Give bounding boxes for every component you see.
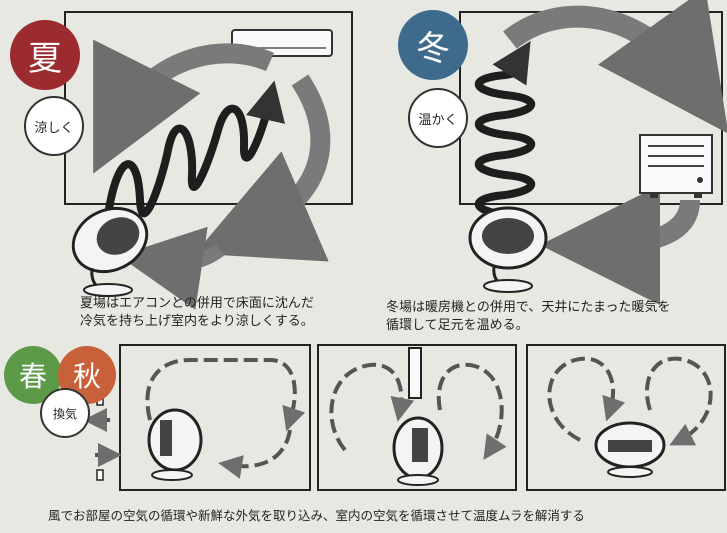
winter-badge: 冬 [398,10,468,80]
ventilation-sub-badge: 換気 [40,388,90,438]
circulator-fan-icon [468,206,548,293]
summer-badge: 夏 [10,20,80,90]
spring-autumn-panel-3 [526,344,726,491]
window-icon [408,347,422,399]
summer-sub-badge: 涼しく [24,96,84,156]
cool-airflow-coil-icon [104,80,286,218]
warm-airflow-coil-icon [474,41,536,219]
winter-caption-line-2: 循環して足元を温める。 [386,318,529,333]
summer-caption-line-2: 冷気を持ち上げ室内をより涼しくする。 [80,314,314,329]
spring-autumn-caption: 風でお部屋の空気の循環や新鮮な外気を取り込み、室内の空気を循環させて温度ムラを解… [48,508,585,523]
summer-panel [64,11,353,310]
spring-autumn-panel-1 [83,344,311,491]
circulator-fan-icon [392,416,444,486]
circulator-fan-icon [147,408,203,481]
heater-icon [639,134,713,198]
summer-caption-line-1: 夏場はエアコンとの併用で床面に沈んだ [80,296,314,311]
winter-sub-badge: 温かく [408,88,468,148]
circulator-fan-icon [594,421,666,478]
winter-panel [459,0,727,305]
circulator-fan-icon [71,206,149,297]
spring-autumn-panel-2 [317,344,517,491]
winter-caption-line-1: 冬場は暖房機との併用で、天井にたまった暖気を [386,300,671,315]
